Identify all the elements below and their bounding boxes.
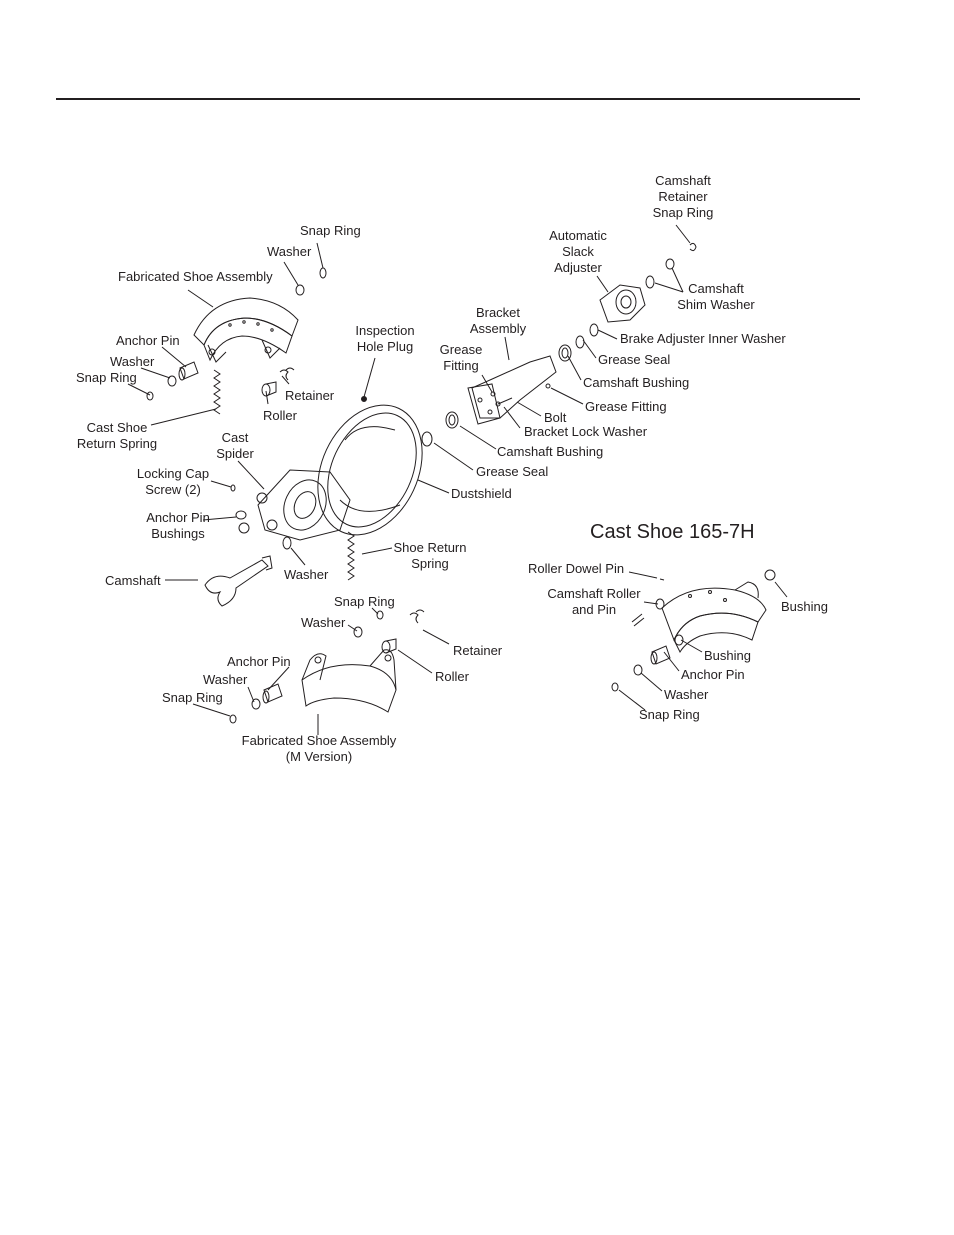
- shoe-return-spring-part: [347, 531, 355, 581]
- anchor-pin-top-part: [178, 361, 199, 381]
- label-snap-ring-cast: Snap Ring: [639, 707, 700, 722]
- camshaft-shim-washer-part: [645, 275, 655, 289]
- label-cast-spider: Cast Spider: [216, 430, 254, 461]
- label-anchor-pin-mid: Anchor Pin: [227, 654, 291, 669]
- label-camshaft: Camshaft: [105, 573, 161, 588]
- label-roller-dowel-pin: Roller Dowel Pin: [528, 561, 625, 576]
- label-snap-ring-top: Snap Ring: [300, 223, 361, 238]
- washer-bottom-part: [251, 698, 261, 710]
- label-cast-shoe-return-spring: Cast Shoe Return Spring: [76, 420, 158, 451]
- snap-ring-cast-part: [611, 682, 619, 692]
- anchor-pin-mid-part: [262, 683, 283, 704]
- snap-ring-top-part: [319, 267, 327, 279]
- fabricated-shoe-assembly-m-part: [301, 649, 397, 713]
- camshaft-roller-and-pin-part: [631, 598, 665, 627]
- label-automatic-slack-adjuster: Automatic Slack Adjuster: [549, 228, 607, 275]
- label-bushing-cast: Bushing: [704, 648, 751, 663]
- label-inspection-hole-plug: Inspection Hole Plug: [355, 323, 415, 354]
- roller-dowel-pin-part: [659, 578, 665, 581]
- label-anchor-pin-cast: Anchor Pin: [681, 667, 745, 682]
- label-brake-adjuster-inner-washer: Brake Adjuster Inner Washer: [620, 331, 786, 346]
- label-retainer-bottom: Retainer: [453, 643, 503, 658]
- label-washer-mid: Washer: [284, 567, 329, 582]
- label-shoe-return-spring: Shoe Return Spring: [393, 540, 467, 571]
- label-grease-seal-mid: Grease Seal: [476, 464, 549, 479]
- label-fabricated-shoe-assembly-top: Fabricated Shoe Assembly: [118, 269, 273, 284]
- label-camshaft-bushing-mid: Camshaft Bushing: [497, 444, 604, 459]
- label-fabricated-shoe-assembly-m: Fabricated Shoe Assembly (M Version): [241, 733, 397, 764]
- label-snap-ring-mid: Snap Ring: [334, 594, 395, 609]
- label-anchor-pin-top: Anchor Pin: [116, 333, 180, 348]
- label-roller-top: Roller: [263, 408, 297, 423]
- bracket-assembly-part: [467, 355, 557, 425]
- snap-ring-left-part: [146, 391, 154, 401]
- header-rule: [56, 98, 860, 100]
- grease-fitting-left-part: [490, 391, 496, 397]
- label-retainer-top: Retainer: [285, 388, 335, 403]
- washer-left-part: [167, 375, 177, 387]
- washer-mid-part: [282, 536, 292, 550]
- brake-adjuster-inner-washer-part: [589, 323, 599, 337]
- snap-ring-mid-part: [376, 610, 384, 620]
- bushing-cast-part: [674, 634, 684, 646]
- label-anchor-pin-bushings: Anchor Pin Bushings: [146, 510, 210, 541]
- bolt-part: [495, 397, 513, 407]
- label-washer-top: Washer: [267, 244, 312, 259]
- label-washer-cast: Washer: [664, 687, 709, 702]
- retainer-bottom-part: [409, 609, 425, 624]
- snap-ring-bottom-part: [229, 714, 237, 724]
- anchor-pin-cast-part: [650, 645, 671, 665]
- label-dustshield: Dustshield: [451, 486, 512, 501]
- label-grease-fitting-left: Grease Fitting: [439, 342, 483, 373]
- label-washer-left: Washer: [110, 354, 155, 369]
- camshaft-bushing-right-part: [558, 344, 572, 362]
- label-washer-mid2: Washer: [301, 615, 346, 630]
- cast-shoe-return-spring-part: [213, 369, 221, 415]
- inspection-hole-plug-part: [361, 396, 367, 402]
- cast-shoe-165-7h-part: [661, 581, 767, 654]
- roller-bottom-part: [381, 638, 397, 654]
- label-grease-fitting-right: Grease Fitting: [585, 399, 667, 414]
- bushing-right-part: [764, 569, 776, 581]
- grease-seal-right-part: [575, 335, 585, 349]
- locking-cap-screw-part: [230, 484, 236, 492]
- camshaft-retainer-snap-ring-part: [689, 242, 697, 252]
- label-camshaft-retainer-snap-ring: Camshaft Retainer Snap Ring: [652, 173, 714, 220]
- leader-lines: [127, 224, 788, 735]
- fabricated-shoe-assembly-top: [193, 297, 299, 363]
- label-snap-ring-left: Snap Ring: [76, 370, 137, 385]
- label-roller-bottom: Roller: [435, 669, 469, 684]
- anchor-pin-bushings-part: [235, 510, 250, 534]
- subtitle-cast-shoe: Cast Shoe 165-7H: [590, 521, 755, 543]
- grease-fitting-right-part: [545, 383, 551, 389]
- grease-seal-mid-part: [421, 431, 433, 447]
- washer-top-part: [295, 284, 305, 296]
- roller-top-part: [261, 381, 277, 397]
- washer-mid2-part: [353, 626, 363, 638]
- camshaft-part: [204, 555, 273, 607]
- cast-spider-part: [256, 469, 351, 541]
- automatic-slack-adjuster-part: [599, 284, 646, 323]
- label-locking-cap-screw: Locking Cap Screw (2): [136, 466, 210, 497]
- label-camshaft-roller-and-pin: Camshaft Roller and Pin: [547, 586, 641, 617]
- retainer-top-part: [279, 367, 295, 381]
- label-washer-bottom: Washer: [203, 672, 248, 687]
- label-bolt: Bolt: [544, 410, 567, 425]
- label-bracket-lock-washer: Bracket Lock Washer: [524, 424, 648, 439]
- label-grease-seal-right: Grease Seal: [598, 352, 671, 367]
- camshaft-bushing-mid-part: [445, 411, 459, 429]
- camshaft-shim-washer-2-part: [665, 258, 675, 270]
- label-camshaft-shim-washer: Camshaft Shim Washer: [677, 281, 755, 312]
- dustshield-part: [317, 404, 423, 536]
- label-snap-ring-bottom: Snap Ring: [162, 690, 223, 705]
- label-bracket-assembly: Bracket Assembly: [469, 305, 527, 336]
- label-bushing-right: Bushing: [781, 599, 828, 614]
- label-camshaft-bushing-right: Camshaft Bushing: [583, 375, 690, 390]
- washer-cast-part: [633, 664, 643, 676]
